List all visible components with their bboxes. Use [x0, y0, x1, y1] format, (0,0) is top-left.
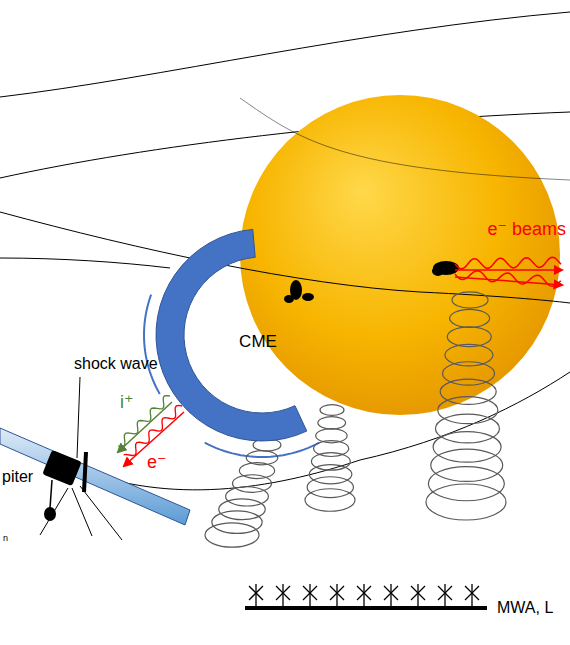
electron-beams — [455, 257, 562, 286]
antenna-symbol — [276, 584, 290, 606]
electron-wave — [124, 405, 182, 455]
coil-loop — [431, 449, 503, 481]
coil-loop — [219, 499, 266, 520]
antenna-symbol — [438, 584, 452, 606]
antenna-symbol — [249, 584, 263, 606]
coil-loop — [450, 309, 490, 327]
coil-loop — [246, 451, 278, 465]
antenna-symbol — [384, 584, 398, 606]
electron-label: e⁻ — [147, 452, 167, 473]
cme-shape: CME — [150, 222, 375, 452]
coil-loop — [305, 489, 355, 512]
antenna-symbol — [465, 584, 479, 606]
telescope-label: MWA, L — [497, 599, 553, 617]
leader-line — [77, 377, 80, 458]
antenna-symbol — [411, 584, 425, 606]
beam-label: e⁻ beams — [487, 219, 566, 240]
node-label: CME — [239, 332, 277, 352]
beam-arrow — [455, 269, 562, 271]
coil-loop — [452, 292, 488, 308]
sunspots — [284, 261, 459, 303]
coil-loop — [440, 379, 496, 404]
antenna-symbol — [357, 584, 371, 606]
coil-loop — [426, 484, 506, 520]
sun — [240, 95, 560, 415]
beam-arrow — [455, 277, 562, 285]
spacecraft — [0, 428, 190, 540]
coil-loop — [447, 327, 491, 347]
shock-arc — [205, 443, 320, 457]
coil-loop — [316, 429, 347, 443]
cme-arc — [156, 229, 307, 441]
orbit-lines — [0, 98, 570, 490]
coil-loop — [443, 362, 495, 385]
coil-loop — [212, 511, 262, 534]
antenna-symbol — [330, 584, 344, 606]
coil-loop — [318, 417, 346, 429]
spacecraft-label: piter — [2, 468, 33, 486]
ion-label: i⁺ — [120, 392, 134, 413]
coil-loop — [445, 344, 493, 366]
coil-loop — [226, 487, 269, 506]
coil-loop — [433, 432, 501, 463]
coil-loop — [320, 405, 344, 416]
shock-label: shock wave — [74, 355, 158, 373]
instrument-label: n — [3, 533, 8, 543]
beam-wave — [455, 257, 561, 269]
coil-loop — [428, 467, 504, 501]
antenna-symbol — [303, 584, 317, 606]
antenna-array — [245, 584, 487, 608]
coil-loop — [311, 453, 350, 470]
